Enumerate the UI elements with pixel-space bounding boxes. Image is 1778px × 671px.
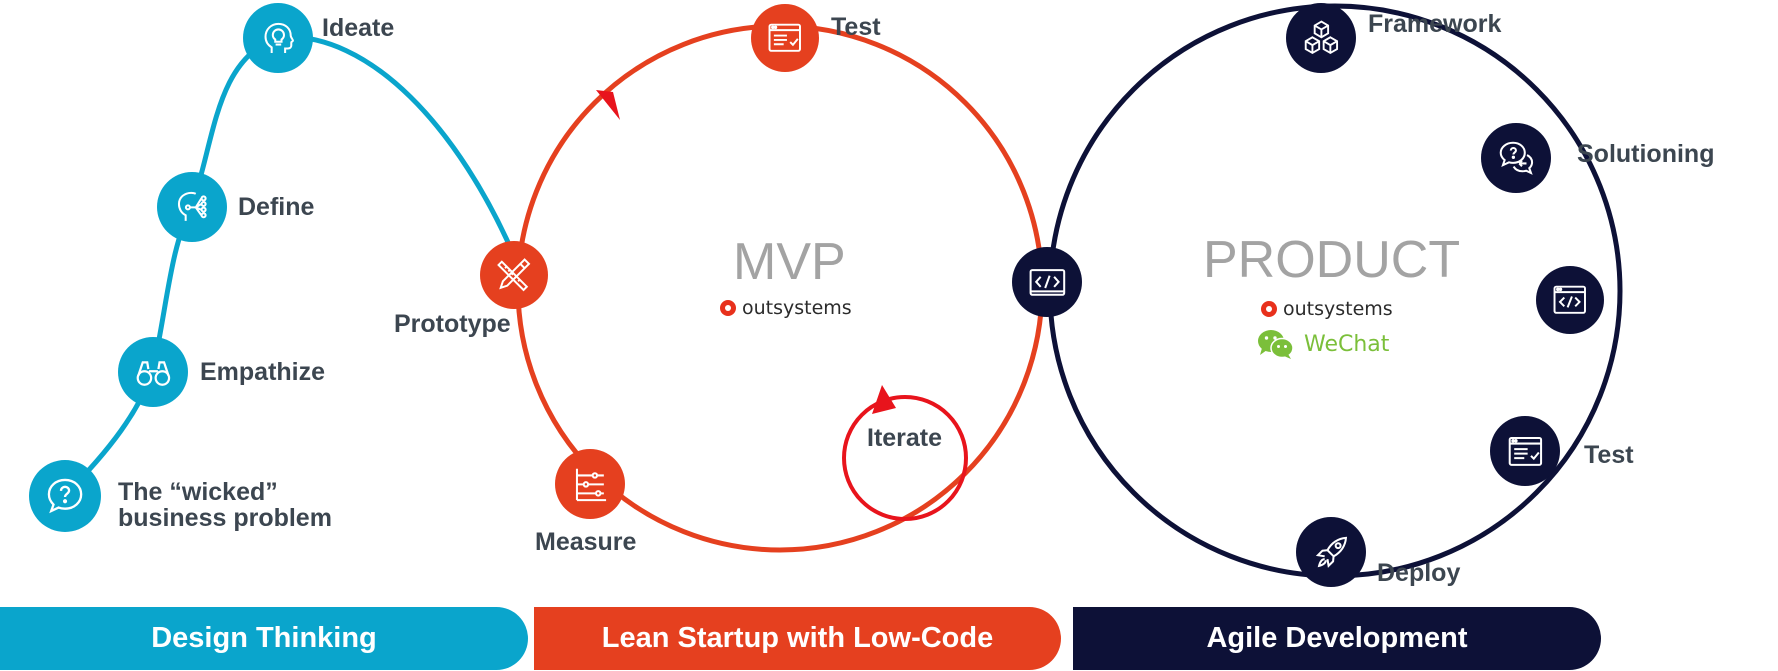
outsystems-logo-icon (720, 300, 736, 316)
wicked-problem-line-2: business problem (118, 504, 332, 533)
design-thinking-curve (62, 34, 518, 498)
step-node-wicked-problem[interactable] (29, 460, 101, 532)
lean-label-iterate: Iterate (867, 424, 943, 452)
agile-node-test[interactable] (1490, 416, 1560, 486)
lean-node-measure[interactable] (555, 449, 625, 519)
pencil-ruler-icon (497, 258, 531, 292)
step-label-define: Define (238, 193, 315, 221)
wechat-icon (1258, 330, 1294, 359)
head-network-icon (177, 191, 207, 221)
product-title: PRODUCT (1203, 231, 1461, 289)
mvp-title: MVP (733, 233, 846, 291)
wicked-problem-line-1: The “wicked” (118, 478, 278, 506)
iterate-loop (842, 395, 968, 521)
outsystems-logo-text: outsystems (742, 297, 852, 319)
agile-node-deploy[interactable] (1296, 517, 1366, 587)
outsystems-logo-text: outsystems (1283, 298, 1393, 320)
banner-lean-startup: Lean Startup with Low-Code (534, 607, 1061, 670)
rocket-icon (1315, 536, 1347, 568)
agile-node-solutioning[interactable] (1481, 123, 1551, 193)
banner-design-thinking: Design Thinking (0, 607, 528, 670)
agile-label-solutioning: Solutioning (1577, 140, 1715, 168)
outsystems-logo-icon (1261, 301, 1277, 317)
agile-label-deploy: Deploy (1377, 559, 1461, 587)
sliders-icon (575, 468, 606, 501)
question-bubble-icon (47, 478, 83, 514)
code-window-icon (1553, 285, 1587, 315)
lean-node-prototype[interactable] (480, 241, 548, 309)
step-node-empathize[interactable] (118, 337, 188, 407)
step-label-empathize: Empathize (200, 358, 326, 386)
wechat-logo-text: WeChat (1304, 331, 1390, 357)
lean-cycle-arrow (596, 90, 620, 120)
lean-node-test[interactable] (751, 4, 819, 72)
agile-cycle-circle (1047, 3, 1623, 579)
agile-label-test: Test (1584, 441, 1634, 469)
step-node-define[interactable] (157, 172, 227, 242)
checklist-window-icon (768, 23, 802, 53)
iterate-loop-arrow (872, 385, 896, 414)
agile-node-code[interactable] (1536, 266, 1604, 334)
binoculars-icon (136, 360, 170, 386)
step-label-ideate: Ideate (322, 14, 395, 42)
head-lightbulb-icon (264, 22, 294, 53)
chat-bubbles-icon (1499, 141, 1533, 175)
lean-label-prototype: Prototype (394, 310, 511, 338)
product-outsystems-logo: outsystems (1261, 298, 1393, 320)
step-node-ideate[interactable] (243, 3, 313, 73)
code-window-icon (1029, 268, 1065, 296)
wechat-logo: WeChat (1256, 328, 1389, 360)
mvp-outsystems-logo: outsystems (720, 297, 852, 319)
junction-node-code[interactable] (1012, 247, 1082, 317)
agile-label-framework: Framework (1368, 10, 1502, 38)
banner-agile-development: Agile Development (1073, 607, 1601, 670)
checklist-window-icon (1508, 436, 1542, 466)
step-label-wicked-problem: The “wicked” business problem (118, 479, 332, 532)
cubes-icon (1304, 20, 1338, 54)
agile-node-framework[interactable] (1286, 3, 1356, 73)
lean-label-test: Test (831, 13, 881, 41)
lean-label-measure: Measure (535, 528, 637, 556)
